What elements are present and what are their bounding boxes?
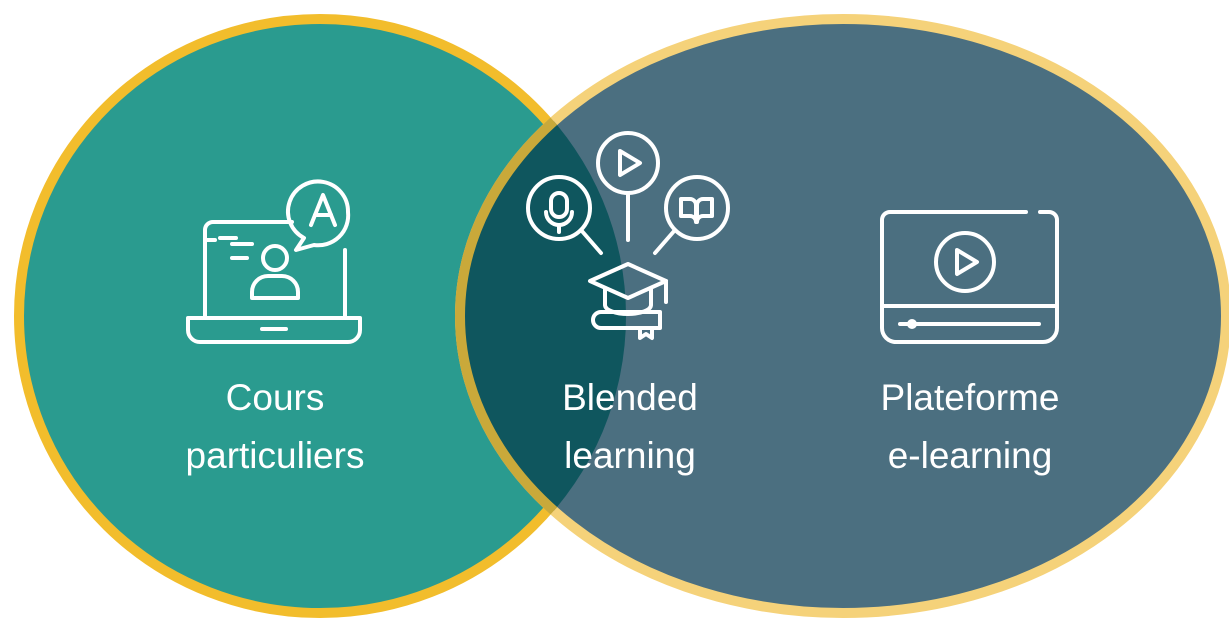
laptop-tutor-icon bbox=[186, 179, 362, 344]
intersection-region bbox=[455, 14, 626, 618]
intersection-label-line1: Blended bbox=[562, 377, 698, 418]
video-player-icon bbox=[880, 210, 1059, 344]
intersection-label-line2: learning bbox=[564, 435, 696, 476]
right-set-label-line2: e-learning bbox=[888, 435, 1053, 476]
left-set-label-line2: particuliers bbox=[186, 435, 365, 476]
left-set-label-line1: Cours bbox=[226, 377, 325, 418]
right-set-label-line1: Plateforme bbox=[881, 377, 1060, 418]
graduation-media-icon bbox=[526, 131, 730, 340]
